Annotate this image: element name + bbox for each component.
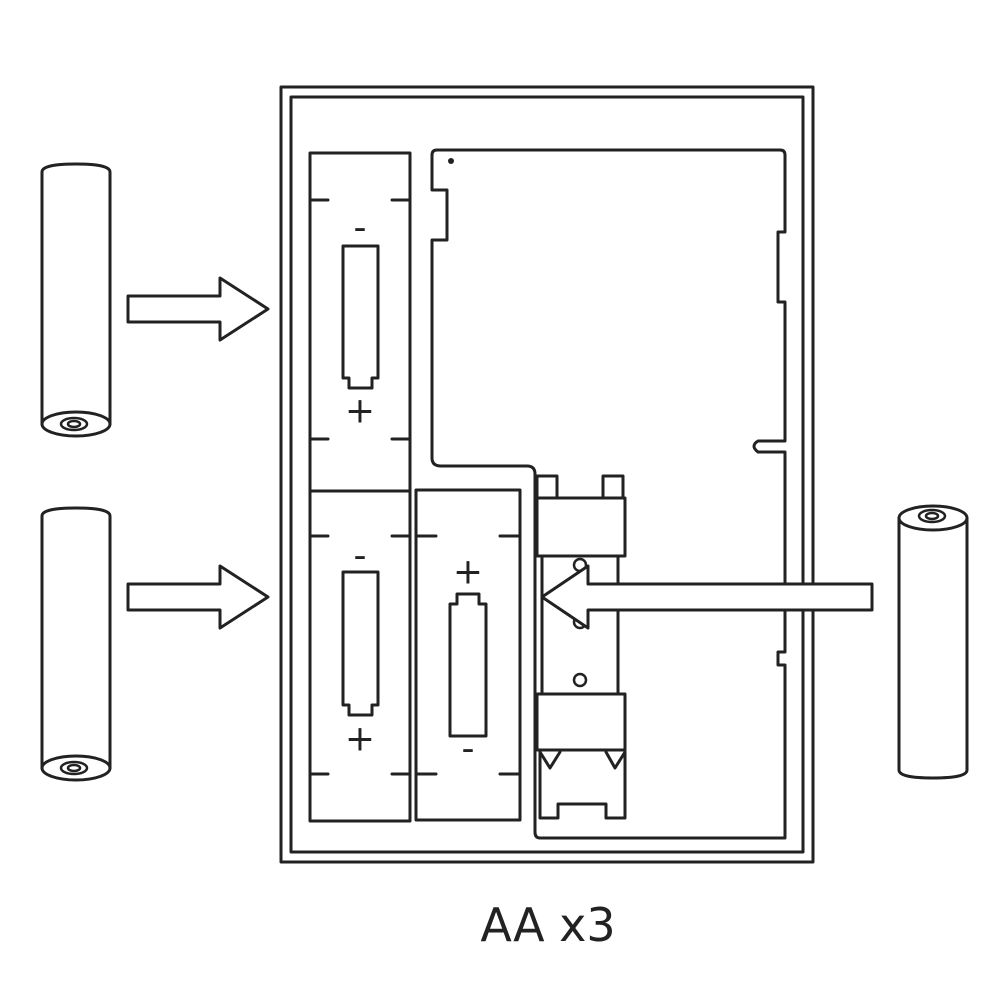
aa-battery-right <box>897 504 969 780</box>
aa-battery-left-bottom <box>40 506 112 782</box>
aa-battery-left-top <box>40 162 112 438</box>
battery-caption: AA x3 <box>480 898 615 952</box>
circuit-board <box>430 148 787 840</box>
battery-clip-assembly <box>535 474 627 820</box>
slot-bottom-left-top-sign: - <box>354 536 367 577</box>
device-inner-frame <box>289 95 805 854</box>
slot-bottom-middle-top-sign: + <box>453 552 483 593</box>
insert-arrow-right-bottom <box>126 564 270 630</box>
insert-arrow-right-top <box>126 276 270 342</box>
board-dot <box>448 158 454 164</box>
slot-top-left-bottom-sign: + <box>345 391 375 432</box>
battery-slot-bottom-middle: + - <box>414 488 522 822</box>
slot-bottom-middle-bottom-sign: - <box>462 729 475 770</box>
insert-arrow-left <box>540 564 874 630</box>
slot-bottom-left-bottom-sign: + <box>345 719 375 760</box>
device-outer-frame <box>279 85 815 864</box>
slot-top-left-top-sign: - <box>354 208 367 249</box>
battery-slot-bottom-left: - + <box>308 489 412 823</box>
battery-slot-top-left: - + <box>308 151 412 493</box>
